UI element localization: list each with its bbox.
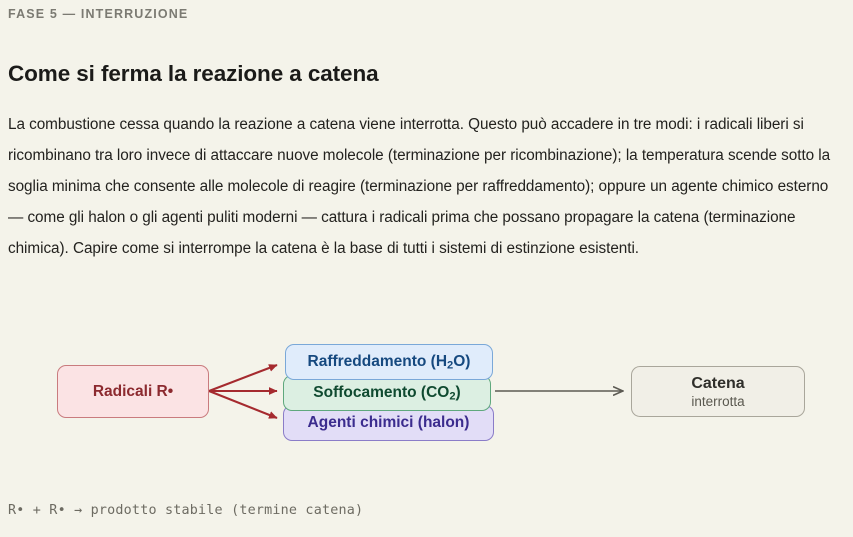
- node-agenti-chimici[interactable]: Agenti chimici (halon): [283, 405, 494, 441]
- node-radicali[interactable]: Radicali R•: [57, 365, 209, 418]
- node-agenti-chimici-label: Agenti chimici (halon): [307, 414, 470, 431]
- node-catena-interrotta[interactable]: Catena interrotta: [631, 366, 805, 417]
- node-soffocamento-label: Soffocamento (CO2): [313, 383, 461, 403]
- diagram-connectors: [208, 364, 853, 419]
- body-paragraph: La combustione cessa quando la reazione …: [8, 116, 831, 258]
- termination-equation: R• + R• → prodotto stabile (termine cate…: [8, 503, 364, 518]
- node-catena-interrotta-subtitle: interrotta: [691, 393, 745, 409]
- page-title: Come si ferma la reazione a catena: [8, 61, 379, 87]
- node-radicali-label: Radicali R•: [92, 382, 174, 400]
- arrow-radicali-to-raffreddamento: [208, 364, 278, 392]
- section-eyebrow: FASE 5 — INTERRUZIONE: [8, 7, 189, 21]
- node-soffocamento[interactable]: Soffocamento (CO2): [283, 375, 491, 411]
- node-raffreddamento-label: Raffreddamento (H2O): [307, 352, 471, 372]
- termination-diagram: Radicali R• Raffreddamento (H2O) Soffoca…: [0, 320, 853, 460]
- arrow-radicali-to-agenti-chimici: [208, 390, 278, 419]
- node-raffreddamento[interactable]: Raffreddamento (H2O): [285, 344, 493, 380]
- node-catena-interrotta-title: Catena: [691, 374, 745, 392]
